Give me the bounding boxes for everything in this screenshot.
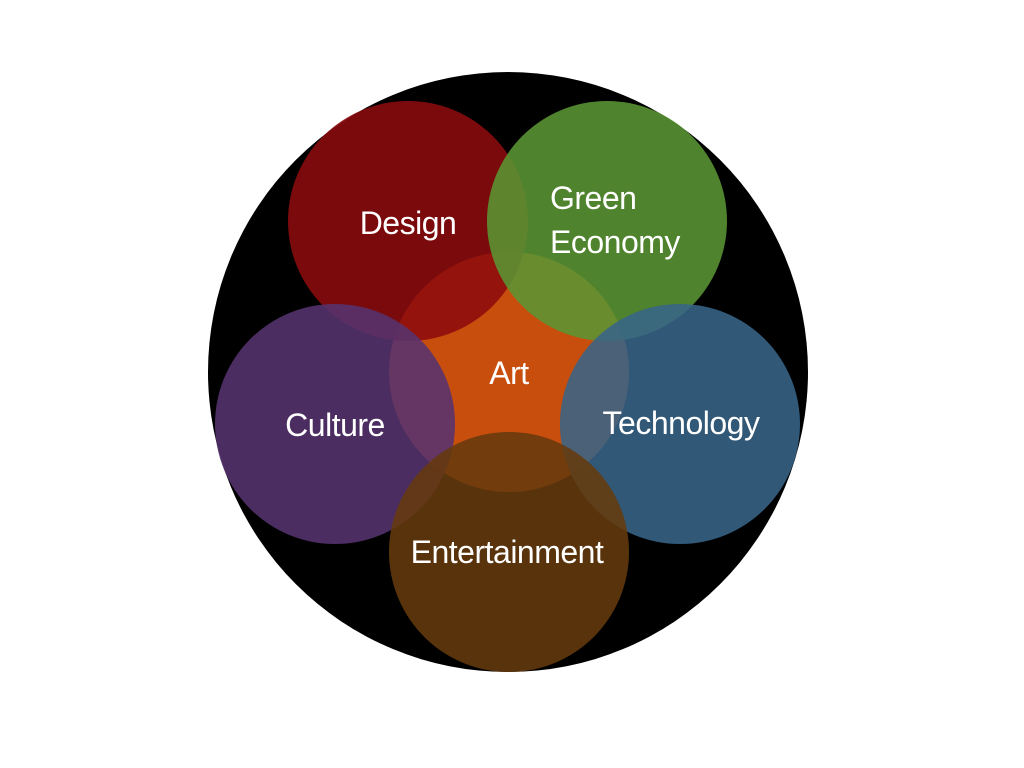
label-design: Design <box>360 205 457 241</box>
label-green-economy-line-1: Green <box>550 180 636 216</box>
label-entertainment: Entertainment <box>411 534 604 570</box>
label-culture: Culture <box>285 407 385 443</box>
label-art: Art <box>489 355 529 391</box>
label-green-economy-line-2: Economy <box>550 224 680 260</box>
circle-design <box>288 101 528 341</box>
label-technology: Technology <box>603 405 760 441</box>
circle-green-economy <box>487 101 727 341</box>
circle-culture <box>215 304 455 544</box>
circle-technology <box>560 304 800 544</box>
circle-entertainment <box>389 432 629 672</box>
